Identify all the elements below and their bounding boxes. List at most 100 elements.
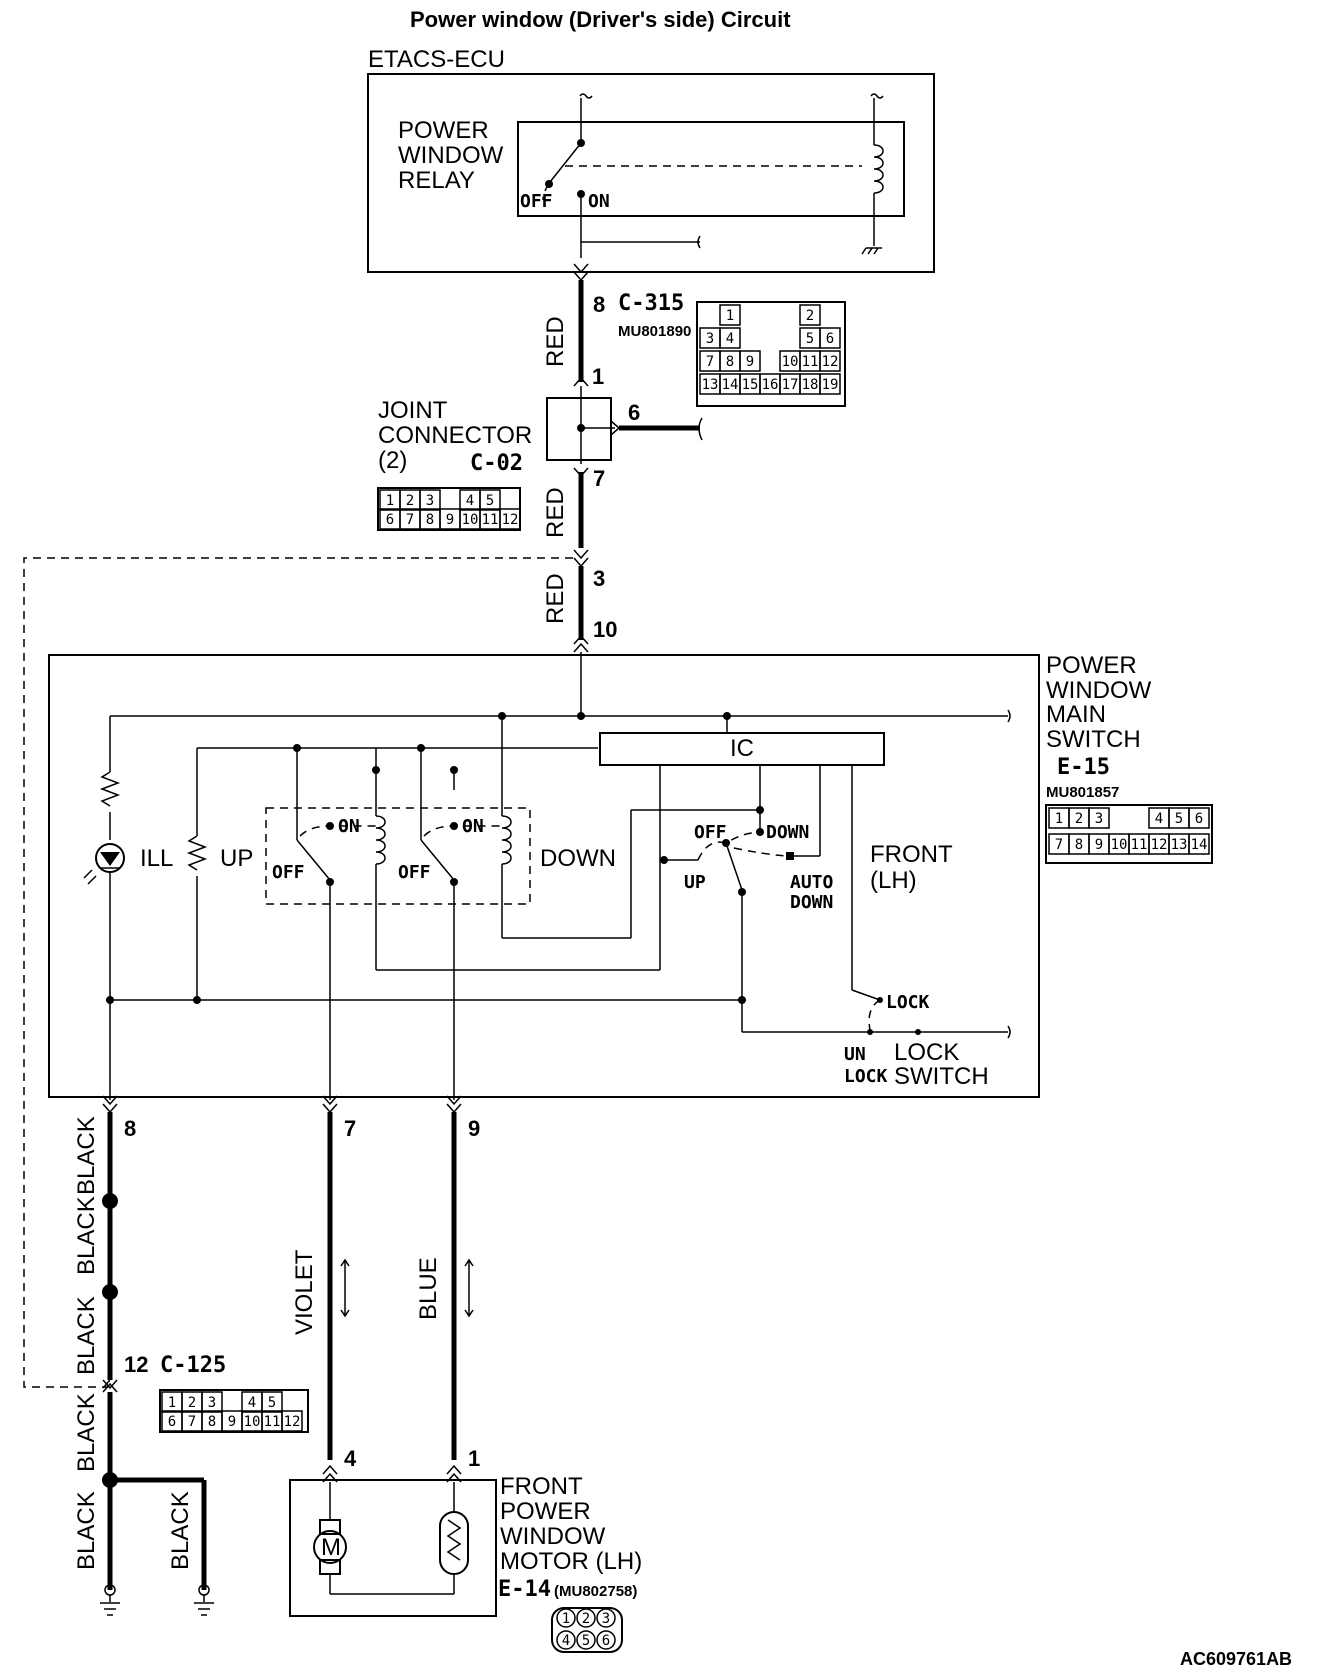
c02-name: C-02 (470, 451, 523, 476)
c02-pin-label: 1 (386, 493, 394, 509)
front-switch-dash (697, 831, 787, 861)
e15-name: E-15 (1057, 755, 1110, 780)
motor-label-2: POWER (500, 1498, 591, 1525)
lock-label: LOCK (886, 992, 930, 1013)
e15-pin-label: 5 (1175, 811, 1183, 827)
c125-pin-label: 8 (208, 1414, 216, 1430)
c125-pin-label: 3 (208, 1395, 216, 1411)
lock-switch-dash (868, 999, 881, 1031)
c02-pin-label: 3 (426, 493, 434, 509)
ic-label: IC (730, 735, 754, 762)
c125-pin-label: 4 (248, 1395, 256, 1411)
pin-etacs-8: 8 (593, 292, 605, 317)
figure-code: AC609761AB (1180, 1649, 1292, 1669)
c125-name: C-125 (160, 1353, 226, 1378)
c125-pin-label: 12 (284, 1414, 301, 1430)
c315-pin-label: 6 (826, 331, 834, 347)
connector-mark (573, 376, 589, 387)
relay-up-off: OFF (272, 862, 305, 883)
down-relay-coil (501, 815, 512, 865)
e14-pin-label: 4 (562, 1633, 570, 1649)
c02-cell (499, 508, 521, 530)
c125-connector (159, 1389, 309, 1433)
c315-pin-label: 11 (802, 354, 819, 370)
e14-pin-label: 1 (562, 1611, 570, 1627)
e15-pin-label: 14 (1191, 837, 1208, 853)
wire-color-red-2: RED (542, 487, 569, 538)
bidirectional-arrow-icon (340, 1258, 350, 1318)
e15-pin-label: 2 (1075, 811, 1083, 827)
e15-pin-label: 4 (1155, 811, 1163, 827)
front-switch-auto: AUTO (790, 872, 834, 893)
light-ray-icon (83, 869, 97, 885)
e15-pin-label: 1 (1055, 811, 1063, 827)
pin-joint-7: 7 (593, 466, 605, 491)
e14-cell (556, 1608, 576, 1628)
c125-pin-label: 1 (168, 1395, 176, 1411)
c315-cell (799, 304, 821, 326)
front-label: FRONT (870, 841, 953, 868)
c125-connector-outline (23, 557, 573, 1388)
main-switch-label-1: POWER (1046, 652, 1137, 679)
connector-mark (573, 634, 589, 653)
ill-diode-icon (100, 852, 120, 866)
wire-color-black-2: BLACK (73, 1196, 100, 1275)
c125-cell (201, 1391, 223, 1413)
c315-pin-label: 1 (726, 308, 734, 324)
front-switch-off: OFF (694, 822, 727, 843)
pin-motor-1: 1 (468, 1446, 480, 1471)
joint-label-3: (2) (378, 447, 407, 474)
node (450, 766, 458, 774)
c315-pin-label: 10 (782, 354, 799, 370)
c315-cell (819, 327, 841, 349)
c315-pin-label: 3 (706, 331, 714, 347)
e14-cell (596, 1630, 616, 1650)
e15-pin-label: 6 (1195, 811, 1203, 827)
pin-joint-1: 1 (592, 364, 604, 389)
wire-color-black-6: BLACK (167, 1491, 194, 1570)
auto-down-terminal (786, 852, 794, 860)
terminal (915, 1029, 921, 1035)
e14-cell (556, 1630, 576, 1650)
splice (102, 1193, 118, 1209)
break-mark (579, 93, 593, 99)
c125-pin-label: 2 (188, 1395, 196, 1411)
bidirectional-arrow-icon (464, 1258, 474, 1318)
c315-pin-label: 18 (802, 377, 819, 393)
e15-pin-label: 7 (1055, 837, 1063, 853)
relay-label-3: RELAY (398, 167, 475, 194)
pin-motor-4: 4 (344, 1446, 357, 1471)
c315-pin-label: 2 (806, 308, 814, 324)
front-switch-auto-down: DOWN (790, 892, 833, 913)
e14-pin-label: 3 (602, 1611, 610, 1627)
ground-icon (100, 1584, 120, 1616)
e14-name: E-14 (498, 1577, 551, 1602)
pin-switch-9: 9 (468, 1116, 480, 1141)
e15-cell (1188, 833, 1210, 855)
front-power-window-motor (289, 1479, 497, 1617)
joint-label-2: CONNECTOR (378, 422, 532, 449)
wire-color-blue: BLUE (415, 1257, 442, 1320)
wire-color-black-1: BLACK (73, 1116, 100, 1195)
e15-pin-label: 8 (1075, 837, 1083, 853)
terminal (756, 828, 764, 836)
e15-pin-label: 10 (1111, 837, 1128, 853)
c125-pin-label: 5 (268, 1395, 276, 1411)
e14-part: (MU802758) (554, 1583, 637, 1600)
c315-pin-label: 13 (702, 377, 719, 393)
ground-icon (861, 247, 882, 255)
relay-down-arm (420, 839, 455, 881)
c125-cell (261, 1391, 283, 1413)
c315-pin-label: 8 (726, 354, 734, 370)
front-switch-arm (725, 842, 743, 891)
lock-switch-label-2: SWITCH (894, 1063, 989, 1090)
c315-name: C-315 (618, 291, 684, 316)
relay-off-label: OFF (520, 191, 553, 212)
c02-pin-label: 9 (446, 512, 454, 528)
etacs-ecu-box (367, 73, 935, 273)
break-mark (870, 93, 884, 99)
e15-pin-label: 3 (1095, 811, 1103, 827)
c125-pin-label: 7 (188, 1414, 196, 1430)
e14-pin-label: 6 (602, 1633, 610, 1649)
